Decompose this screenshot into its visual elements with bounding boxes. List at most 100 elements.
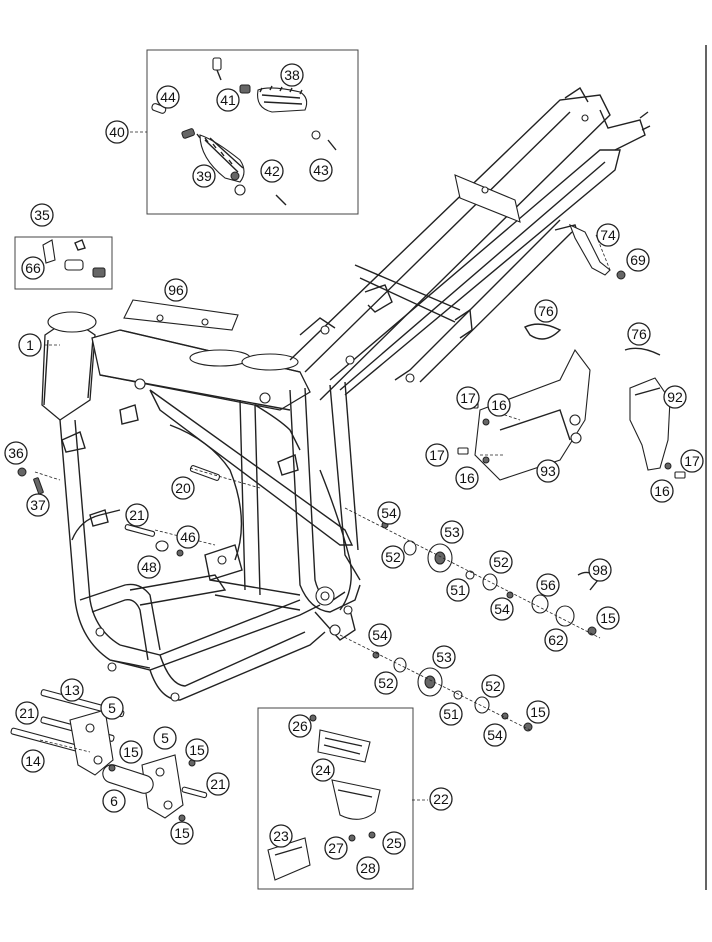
svg-text:15: 15 [600,610,616,626]
svg-text:36: 36 [8,445,24,461]
footpeg-parts [151,57,337,206]
callout-15-d: 15 [185,738,209,762]
svg-text:51: 51 [443,706,459,722]
callout-48: 48 [137,555,161,579]
svg-text:20: 20 [175,480,191,496]
callout-14: 14 [21,749,45,773]
svg-text:6: 6 [110,793,118,809]
svg-text:5: 5 [108,700,116,716]
callout-15-a: 15 [596,606,620,630]
svg-text:69: 69 [630,252,646,268]
svg-text:66: 66 [25,260,41,276]
svg-text:93: 93 [540,463,556,479]
svg-text:16: 16 [459,470,475,486]
svg-text:54: 54 [372,627,388,643]
footpeg-group-box [146,49,359,215]
svg-text:17: 17 [429,447,445,463]
svg-text:48: 48 [141,559,157,575]
svg-text:54: 54 [381,505,397,521]
callout-5-b: 5 [153,726,177,750]
callout-26: 26 [288,714,312,738]
svg-text:76: 76 [631,326,647,342]
callout-54-c: 54 [368,623,392,647]
svg-text:35: 35 [34,207,50,223]
chain-guide-parts [267,714,381,881]
callout-52-a: 52 [381,545,405,569]
callout-23: 23 [269,824,293,848]
svg-text:13: 13 [64,682,80,698]
callout-40: 40 [105,120,129,144]
svg-text:5: 5 [161,730,169,746]
callout-35: 35 [30,203,54,227]
svg-text:52: 52 [378,675,394,691]
callout-15-b: 15 [526,700,550,724]
callout-36: 36 [4,441,28,465]
callout-54-a: 54 [377,501,401,525]
svg-text:52: 52 [385,549,401,565]
svg-text:54: 54 [494,601,510,617]
callout-54-d: 54 [483,723,507,747]
svg-text:21: 21 [129,507,145,523]
callout-21-b: 21 [15,701,39,725]
callout-38: 38 [280,63,304,87]
svg-text:23: 23 [273,828,289,844]
svg-text:62: 62 [548,632,564,648]
callout-41: 41 [216,88,240,112]
callout-56: 56 [536,573,560,597]
hardware-parts [10,223,686,822]
svg-text:54: 54 [487,727,503,743]
svg-text:24: 24 [315,762,331,778]
rear-subframe [289,87,651,401]
svg-text:26: 26 [292,718,308,734]
callout-20: 20 [171,476,195,500]
callout-52-d: 52 [481,674,505,698]
svg-text:21: 21 [19,705,35,721]
svg-text:15: 15 [174,825,190,841]
svg-text:16: 16 [654,483,670,499]
callout-21-c: 21 [206,772,230,796]
callout-43: 43 [309,158,333,182]
svg-text:25: 25 [386,835,402,851]
svg-text:44: 44 [160,89,176,105]
callout-16-b: 16 [455,466,479,490]
svg-text:17: 17 [460,390,476,406]
svg-text:74: 74 [600,227,616,243]
svg-text:56: 56 [540,577,556,593]
callout-25: 25 [382,831,406,855]
callout-98: 98 [588,558,612,582]
callout-39: 39 [192,164,216,188]
callout-52-b: 52 [489,550,513,574]
callout-51-a: 51 [446,578,470,602]
callout-53-a: 53 [440,520,464,544]
callout-96: 96 [164,278,188,302]
svg-text:38: 38 [284,67,300,83]
svg-text:98: 98 [592,562,608,578]
svg-text:40: 40 [109,124,125,140]
svg-text:96: 96 [168,282,184,298]
callout-27: 27 [324,836,348,860]
callout-28: 28 [356,856,380,880]
callout-42: 42 [260,159,284,183]
svg-text:37: 37 [30,497,46,513]
svg-text:42: 42 [264,163,280,179]
callout-21-a: 21 [125,503,149,527]
callout-53-b: 53 [432,645,456,669]
callout-46: 46 [176,525,200,549]
svg-text:27: 27 [328,840,344,856]
callout-22: 22 [429,787,453,811]
side-stand-box [14,236,113,290]
svg-text:15: 15 [123,744,139,760]
svg-text:28: 28 [360,860,376,876]
svg-text:16: 16 [491,397,507,413]
svg-text:53: 53 [436,649,452,665]
callout-93: 93 [536,459,560,483]
callout-16-c: 16 [650,479,674,503]
svg-text:52: 52 [493,554,509,570]
svg-text:92: 92 [667,389,683,405]
callout-74: 74 [596,223,620,247]
callout-15-e: 15 [170,821,194,845]
callout-17-c: 17 [680,449,704,473]
callout-17-b: 17 [425,443,449,467]
svg-text:39: 39 [196,168,212,184]
